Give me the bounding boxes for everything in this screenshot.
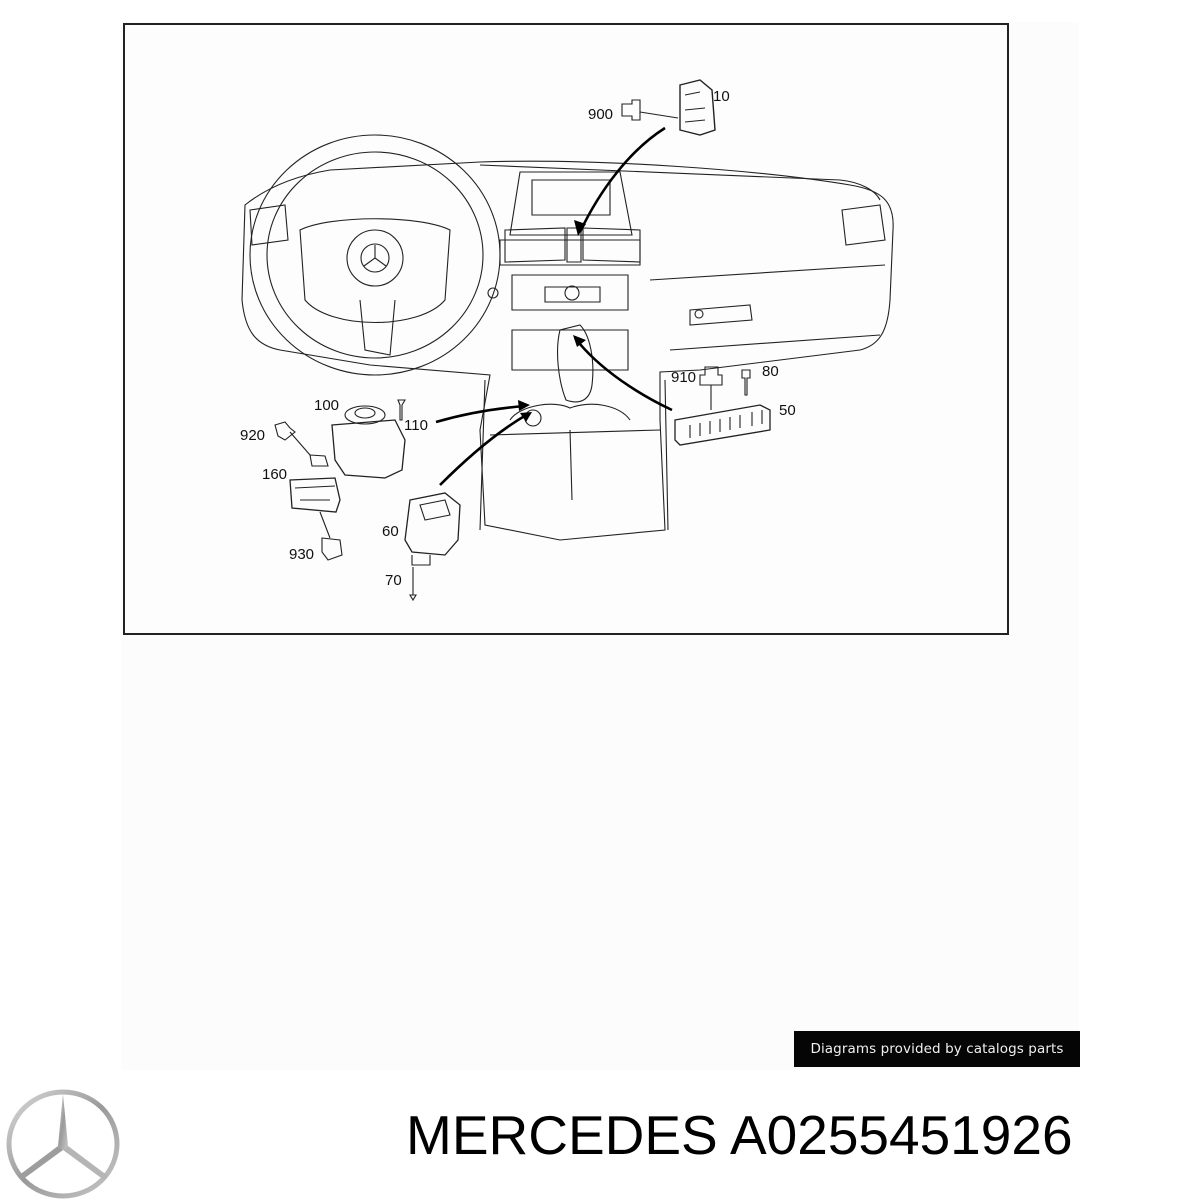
diagram-credit-badge: Diagrams provided by catalogs parts xyxy=(794,1031,1080,1067)
steering-wheel xyxy=(249,134,501,376)
callout-80: 80 xyxy=(762,363,779,380)
callout-900: 900 xyxy=(588,106,614,123)
mercedes-star-icon xyxy=(6,1089,120,1199)
part-100-light-switch xyxy=(274,399,406,479)
part-number-title: MERCEDES A0255451926 xyxy=(406,1104,1073,1166)
callout-50: 50 xyxy=(779,402,796,419)
part-160-switch xyxy=(289,477,343,561)
callout-160: 160 xyxy=(262,466,288,483)
callout-10: 10 xyxy=(713,88,730,105)
dashboard-outline xyxy=(241,160,894,541)
callout-920: 920 xyxy=(240,427,266,444)
arrowheads xyxy=(518,220,586,422)
arrows xyxy=(435,126,673,486)
callout-930: 930 xyxy=(289,546,315,563)
callout-910: 910 xyxy=(671,369,697,386)
callout-110: 110 xyxy=(404,417,428,434)
part-10-switch xyxy=(679,79,716,136)
callout-100: 100 xyxy=(314,397,340,414)
part-900-connector xyxy=(621,99,679,121)
part-50-switch-panel xyxy=(674,366,771,446)
callout-60: 60 xyxy=(382,523,399,540)
callout-70: 70 xyxy=(385,572,402,589)
part-60-switch xyxy=(404,492,461,602)
